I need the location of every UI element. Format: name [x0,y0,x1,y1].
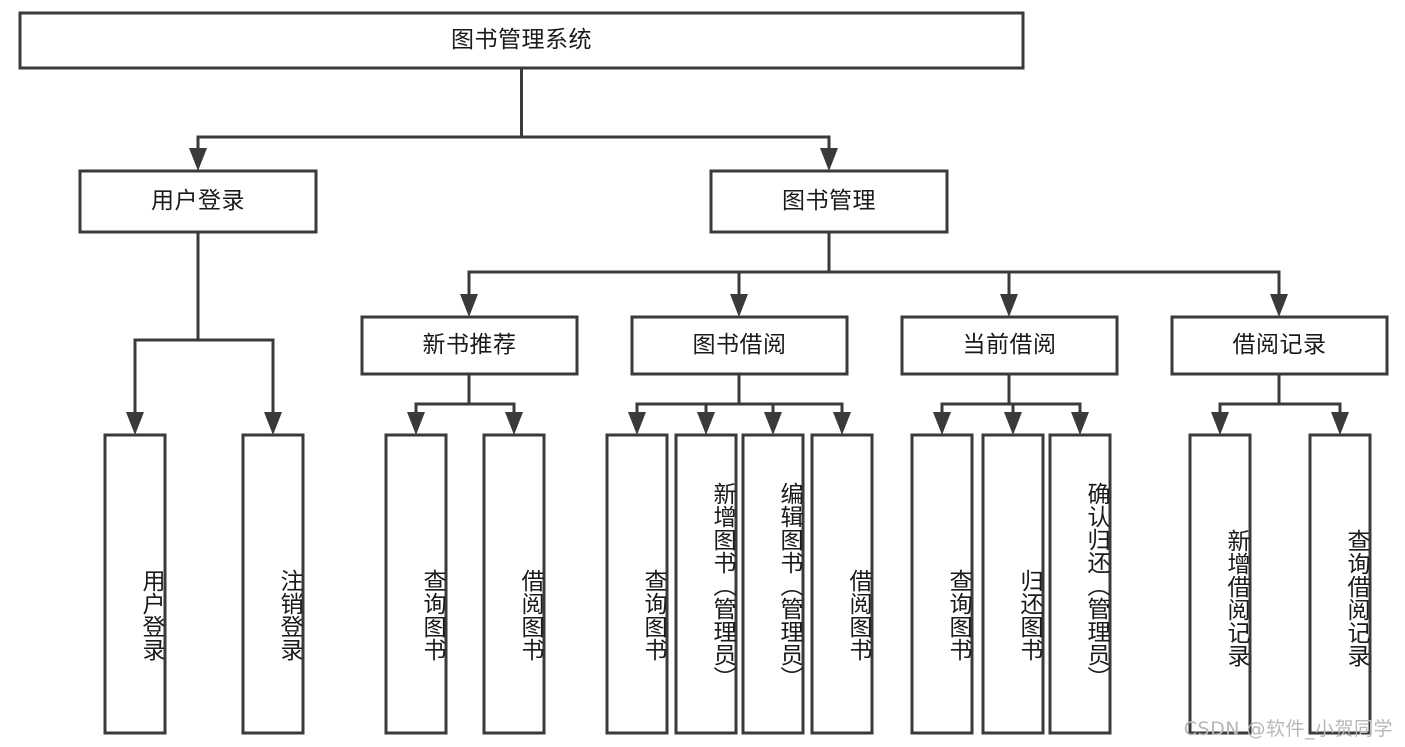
connector-group-new-book-recommend [407,372,523,435]
node-box-leaf-logout-login[interactable] [241,433,305,735]
node-box-root[interactable] [18,11,1025,70]
connector-group-book-management [460,230,1288,317]
arrowhead-leaf-add-borrow-record [1211,412,1229,435]
connector-group-book-borrow [628,372,851,435]
arrowhead-leaf-confirm-return-admin [1071,412,1089,435]
node-box-leaf-add-book-admin[interactable] [674,433,738,735]
arrowhead-leaf-return-book [1004,412,1022,435]
arrowhead-leaf-add-book-admin [697,412,715,435]
connector-group-current-borrow [933,372,1089,435]
node-box-leaf-add-borrow-record[interactable] [1188,433,1252,735]
node-box-book-management[interactable] [709,169,949,234]
node-box-leaf-query-book-3[interactable] [910,433,974,735]
node-box-borrow-record[interactable] [1170,315,1389,376]
connector-group-borrow-record [1211,372,1349,435]
node-box-leaf-query-book-1[interactable] [384,433,448,735]
arrowhead-leaf-query-book-3 [933,412,951,435]
arrowhead-leaf-query-book-1 [407,412,425,435]
arrowhead-leaf-query-book-2 [628,412,646,435]
arrowhead-book-borrow [730,294,748,317]
arrowhead-leaf-borrow-book-2 [833,412,851,435]
node-box-user-login[interactable] [78,169,318,234]
node-box-leaf-query-borrow-record[interactable] [1308,433,1372,735]
arrowhead-current-borrow [1000,294,1018,317]
arrowhead-leaf-logout-login [264,412,282,435]
node-box-leaf-borrow-book-2[interactable] [810,433,874,735]
arrowhead-borrow-record [1270,294,1288,317]
arrowhead-new-book-recommend [460,294,478,317]
node-box-leaf-edit-book-admin[interactable] [741,433,805,735]
arrowhead-leaf-borrow-book-1 [505,412,523,435]
node-box-leaf-borrow-book-1[interactable] [482,433,546,735]
arrowhead-leaf-user-login [126,412,144,435]
node-box-leaf-confirm-return-admin[interactable] [1048,433,1112,735]
connector-group-root [189,66,838,171]
node-box-leaf-user-login[interactable] [103,433,167,735]
node-box-leaf-return-book[interactable] [981,433,1045,735]
arrowhead-leaf-edit-book-admin [764,412,782,435]
node-box-current-borrow[interactable] [900,315,1119,376]
node-box-leaf-query-book-2[interactable] [605,433,669,735]
arrowhead-user-login [189,148,207,171]
arrowhead-leaf-query-borrow-record [1331,412,1349,435]
node-box-book-borrow[interactable] [630,315,849,376]
node-box-new-book-recommend[interactable] [360,315,579,376]
connector-group-user-login [126,230,282,435]
arrowhead-book-management [820,148,838,171]
